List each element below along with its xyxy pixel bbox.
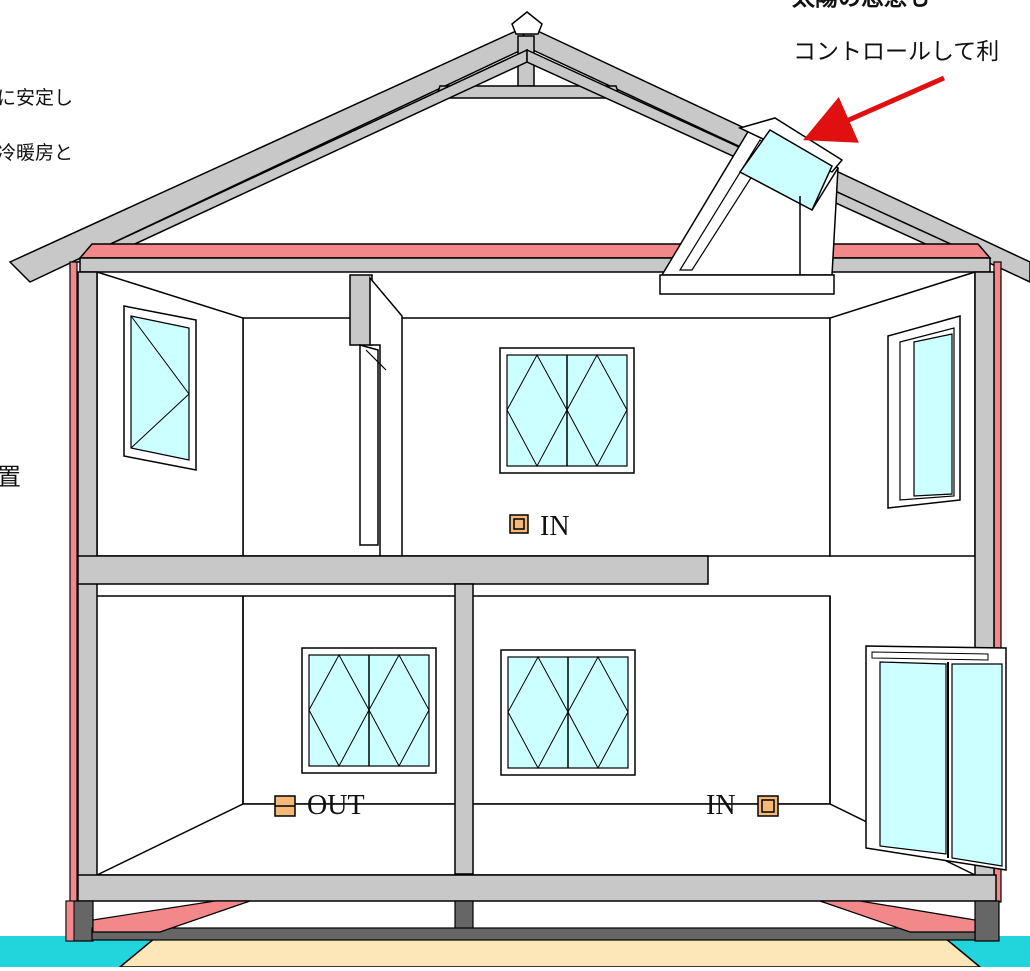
ceiling-joist <box>79 257 991 273</box>
interior-column <box>454 583 474 875</box>
foundation-top <box>117 937 983 968</box>
vent-in-2f-icon <box>509 514 529 534</box>
ceiling-insulation <box>78 243 992 259</box>
window-upper-right <box>887 315 961 509</box>
vent-label-in-2f: IN <box>540 511 570 542</box>
roof-inner-left <box>71 48 528 263</box>
crawl-insulation-right <box>819 900 976 933</box>
window-upper-left <box>123 305 197 471</box>
window-lower-left <box>301 647 437 774</box>
left-wall-insulation <box>69 261 78 903</box>
vent-out-1f-icon <box>274 795 296 817</box>
floor-slab <box>77 555 709 585</box>
vent-in-1f-icon <box>757 795 779 817</box>
vent-label-out-1f: OUT <box>307 790 365 821</box>
vent-label-in-1f: IN <box>706 790 736 821</box>
roof-ridge-cap <box>511 11 543 35</box>
left-caption-line3: 置 <box>0 463 21 491</box>
sunlight-arrow-icon <box>803 75 946 143</box>
lower-floor <box>96 803 976 876</box>
foundation-right <box>974 900 1000 942</box>
foundation-slab <box>91 927 976 941</box>
ground-floor-beam <box>77 874 997 902</box>
left-caption-line1: に安定し <box>0 87 74 109</box>
left-caption-line2: 冷暖房と <box>0 142 74 164</box>
window-lower-center <box>500 649 636 776</box>
window-upper-center <box>499 347 635 474</box>
vertical-duct <box>349 274 373 346</box>
sun-caption-line2: コントロールして利 <box>793 39 1000 65</box>
sun-caption-line1: 太陽の恩恵も <box>792 0 930 9</box>
skylight-base <box>659 274 835 295</box>
glass-door-right <box>865 645 1007 871</box>
skylight-glass <box>738 129 833 212</box>
duct-down <box>359 344 379 546</box>
crawl-insulation-left <box>92 900 251 933</box>
